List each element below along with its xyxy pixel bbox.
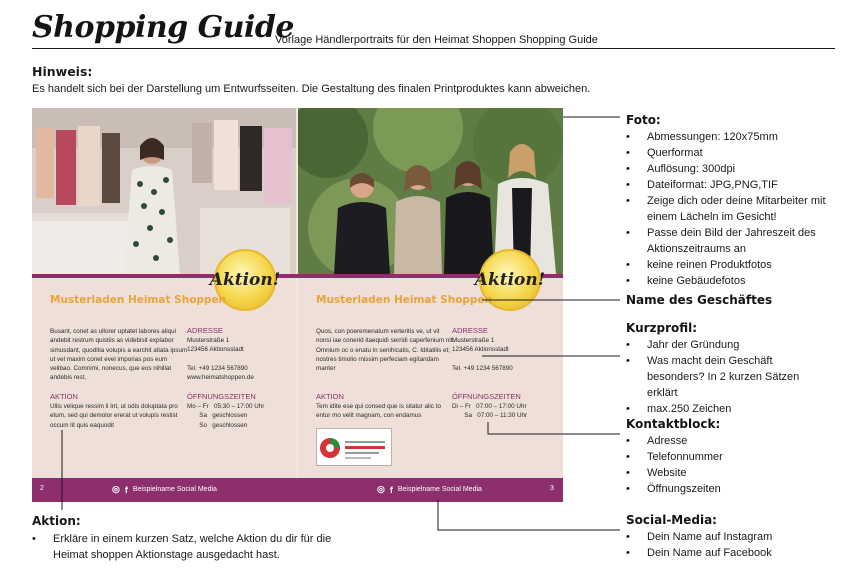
footer-bar	[32, 478, 563, 502]
page-subtitle: Vorlage Händlerportraits für den Heimat …	[275, 34, 598, 46]
shop-name-left: Musterladen Heimat Shoppen	[50, 294, 227, 306]
page-number-right: 3	[550, 485, 554, 492]
instagram-icon: ◎	[112, 484, 120, 494]
hint-heading: Hinweis:	[32, 64, 93, 79]
list-item: keine Gebäudefotos	[626, 273, 841, 289]
aktion-label-right: AKTION	[316, 392, 344, 401]
aktion-badge-text: Aktion!	[209, 270, 281, 290]
list-item: Querformat	[626, 145, 841, 161]
aktion-text-left: Ullis velique ressim li Int, ut odis dol…	[50, 403, 178, 429]
social-media-text-left: Beispielname Social Media	[132, 486, 217, 493]
social-media-right: ◎ f Beispielname Social Media	[377, 484, 482, 495]
hours-label-right: ÖFFNUNGSZEITEN	[452, 392, 521, 401]
aktion-heading: Aktion:	[32, 514, 81, 528]
hours-text-left: Mo – Fr 05:30 – 17:00 Uhr Sa geschlossen…	[187, 403, 265, 429]
aktion-label-left: AKTION	[50, 392, 78, 401]
list-item: keine reinen Produktfotos	[626, 257, 841, 273]
address-text-left: Musterstraße 1 123456 Aktionsstadt Tel. …	[187, 337, 254, 382]
facebook-icon: f	[389, 484, 393, 495]
list-item: Telefonnummer	[626, 449, 826, 465]
aktion-badge-text: Aktion!	[474, 270, 546, 290]
foto-list: Abmessungen: 120x75mm Querformat Auflösu…	[626, 129, 841, 289]
list-item: Adresse	[626, 433, 826, 449]
aktion-list: Erkläre in einem kurzen Satz, welche Akt…	[32, 531, 332, 563]
social-media-text-right: Beispielname Social Media	[397, 486, 482, 493]
social-media-heading: Social-Media:	[626, 513, 717, 527]
list-item: Dateiformat: JPG,PNG,TIF	[626, 177, 841, 193]
list-item: Erkläre in einem kurzen Satz, welche Akt…	[32, 531, 332, 563]
shop-photo-left	[32, 108, 296, 274]
aktion-badge-right: Aktion!	[475, 249, 545, 311]
list-item: max.250 Zeichen	[626, 401, 816, 417]
list-item: Jahr der Gründung	[626, 337, 816, 353]
list-item: Öffnungszeiten	[626, 481, 826, 497]
kurzprofil-list: Jahr der Gründung Was macht dein Geschäf…	[626, 337, 816, 417]
shop-name-right: Musterladen Heimat Shoppen	[316, 294, 493, 306]
kurzprofil-heading: Kurzprofil:	[626, 321, 698, 335]
aktion-text-right: Tem idite ese qui consed que is sitatur …	[316, 403, 441, 420]
partner-logo	[316, 428, 392, 466]
aktion-badge-left: Aktion!	[210, 249, 280, 311]
list-item: Auflösung: 300dpi	[626, 161, 841, 177]
address-text-right: Musterstraße 1 123456 Aktionsstadt Tel. …	[452, 337, 513, 372]
page-fold	[296, 108, 298, 502]
address-label-left: ADRESSE	[187, 326, 223, 335]
list-item: Was macht dein Geschäft besonders? In 2 …	[626, 353, 816, 401]
list-item: Zeige dich oder deine Mitarbeiter mit ei…	[626, 193, 841, 225]
list-item: Dein Name auf Instagram	[626, 529, 826, 545]
kontakt-list: Adresse Telefonnummer Website Öffnungsze…	[626, 433, 826, 497]
page-number-left: 2	[40, 485, 44, 492]
brochure-spread: Aktion! Aktion! Musterladen Heimat Shopp…	[32, 108, 563, 502]
address-label-right: ADRESSE	[452, 326, 488, 335]
instagram-icon: ◎	[377, 484, 385, 494]
profile-text-right: Quos, con poeremenatum verteritis ve, ut…	[316, 328, 455, 373]
team-photo-right	[298, 108, 563, 274]
social-media-left: ◎ f Beispielname Social Media	[112, 484, 217, 495]
hours-label-left: ÖFFNUNGSZEITEN	[187, 392, 256, 401]
profile-text-left: Busant, conet as ullorer uptatet labores…	[50, 328, 188, 382]
list-item: Passe dein Bild der Jahreszeit des Aktio…	[626, 225, 841, 257]
foto-heading: Foto:	[626, 113, 661, 127]
social-media-list: Dein Name auf Instagram Dein Name auf Fa…	[626, 529, 826, 561]
list-item: Dein Name auf Facebook	[626, 545, 826, 561]
hours-text-right: Di – Fr 07:00 – 17:00 Uhr Sa 07:00 – 11:…	[452, 403, 528, 420]
kontakt-heading: Kontaktblock:	[626, 417, 721, 431]
list-item: Website	[626, 465, 826, 481]
accent-stripe	[32, 274, 563, 278]
list-item: Abmessungen: 120x75mm	[626, 129, 841, 145]
facebook-icon: f	[124, 484, 128, 495]
shop-name-heading: Name des Geschäftes	[626, 293, 773, 307]
header-divider	[32, 48, 835, 49]
hint-text: Es handelt sich bei der Darstellung um E…	[32, 83, 591, 95]
page-title: Shopping Guide	[32, 10, 294, 45]
